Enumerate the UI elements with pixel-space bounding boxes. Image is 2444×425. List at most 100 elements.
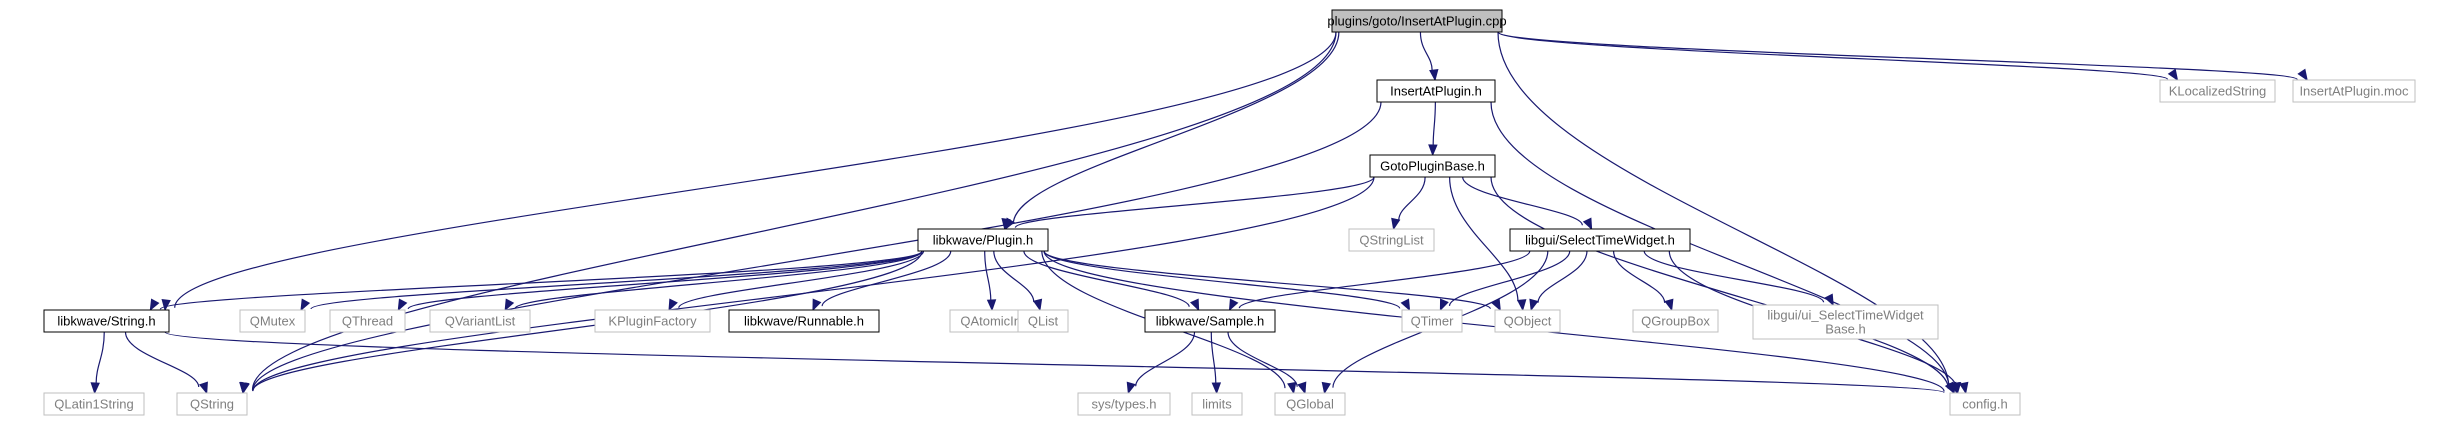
edge-plugin-h-to-qobject [1043,250,1501,312]
node-qtimer: QTimer [1401,309,1463,333]
edge-line [1135,331,1196,387]
edge-line [1537,250,1588,303]
node-qstringlist: QStringList [1348,228,1435,252]
node-label: config.h [1962,397,2008,412]
node-qobject: QObject [1494,309,1561,333]
arrow-head-icon [198,381,208,395]
node-label: QAtomicInt [960,314,1025,329]
arrow-head-icon [161,299,171,312]
edge-plugin-h-to-qtimer [1043,250,1411,312]
arrow-head-icon [1321,381,1331,395]
node-box [43,309,170,333]
edge-line [1449,176,1519,302]
arrow-head-icon [1400,298,1411,312]
node-qthread: QThread [329,309,406,333]
node-label: sys/types.h [1091,397,1156,412]
arrow-head-icon [986,299,997,312]
node-sample-h[interactable]: libkwave/Sample.h [1144,309,1276,333]
arrow-head-icon [1439,298,1449,312]
node-label: limits [1202,397,1232,412]
arrow-head-icon [504,298,515,312]
node-box [1017,309,1069,333]
node-label: QStringList [1359,233,1424,248]
node-label: QThread [342,314,393,329]
edge-line [1497,31,2169,80]
edge-plugin-h-to-qstring [240,250,923,395]
edge-sample-h-to-qglobal [1227,331,1307,395]
arrow-head-icon [1529,298,1539,312]
arrow-head-icon [397,298,408,312]
edge-selecttime-to-sample-h [1228,250,1531,312]
node-plugin-h[interactable]: libkwave/Plugin.h [917,228,1049,252]
node-box [1331,9,1503,33]
edge-plugin-h-to-qmutex [300,250,923,312]
node-box [1752,304,1939,340]
edge-line [1227,331,1298,387]
node-label: GotoPluginBase.h [1380,159,1485,174]
node-qgroupbox: QGroupBox [1632,309,1719,333]
arrow-head-icon [1032,298,1043,312]
arrow-head-icon [812,298,822,312]
node-box [594,309,711,333]
edge-selecttime-to-qobject [1529,250,1588,312]
node-label: QTimer [1411,314,1455,329]
edge-selecttime-to-qtimer [1439,250,1571,312]
edge-root-to-qstring [239,31,1337,395]
edge-line [984,250,992,301]
arrow-head-icon [2297,68,2308,82]
edge-plugin-h-to-qlist [993,250,1043,312]
edge-insertat-h-to-gotobase [1428,101,1438,157]
edge-line [678,250,925,309]
node-box [1376,79,1496,103]
edge-line [1448,250,1571,307]
node-gotobase[interactable]: GotoPluginBase.h [1369,154,1496,178]
node-insertat-h[interactable]: InsertAtPlugin.h [1376,79,1496,103]
node-label: plugins/goto/InsertAtPlugin.cpp [1327,14,1506,29]
edge-insertat-h-to-qstring [239,101,1382,395]
node-label: libkwave/Sample.h [1156,314,1264,329]
edge-line [1419,31,1433,71]
edge-line [1398,176,1426,221]
edge-line [164,331,1945,394]
node-selecttime[interactable]: libgui/SelectTimeWidget.h [1509,228,1691,252]
node-label: QGlobal [1286,397,1334,412]
edge-line [514,250,923,310]
node-label: libkwave/Plugin.h [933,233,1033,248]
node-string-h[interactable]: libkwave/String.h [43,309,170,333]
node-box [1369,154,1496,178]
node-systypes: sys/types.h [1077,392,1171,416]
arrow-head-icon [668,298,678,312]
node-label: QLatin1String [54,397,134,412]
edge-string-h-to-config [164,331,1955,395]
edge-line [159,250,923,310]
node-qvariantlist: QVariantList [429,309,531,333]
node-label: QVariantList [445,314,516,329]
arrow-head-icon [1228,298,1239,312]
arrow-head-icon [149,298,160,312]
node-label: libgui/SelectTimeWidget.h [1525,233,1675,248]
node-root[interactable]: plugins/goto/InsertAtPlugin.cpp [1327,9,1507,33]
node-runnable[interactable]: libkwave/Runnable.h [728,309,880,333]
edge-root-to-insertat-h [1419,31,1439,82]
node-box [1144,309,1276,333]
arrow-head-icon [1959,381,1969,395]
edge-root-to-string-h [161,31,1337,312]
node-klocalized: KLocalizedString [2159,79,2276,103]
edge-line [1490,176,1949,389]
arrow-head-icon [1516,299,1527,312]
node-box [239,309,306,333]
edge-line [1612,250,1666,303]
edge-gotobase-to-config [1490,176,1961,395]
node-label: Base.h [1825,322,1865,337]
edge-plugin-h-to-qthread [397,250,923,312]
arrow-head-icon [1297,381,1307,395]
edge-line [1490,101,1950,388]
edge-line [1210,331,1217,384]
edge-line [1462,176,1583,226]
arrow-head-icon [1664,298,1674,312]
node-box [1077,392,1171,416]
edge-plugin-h-to-qvariantlist [504,250,923,312]
edge-line [174,31,1337,308]
